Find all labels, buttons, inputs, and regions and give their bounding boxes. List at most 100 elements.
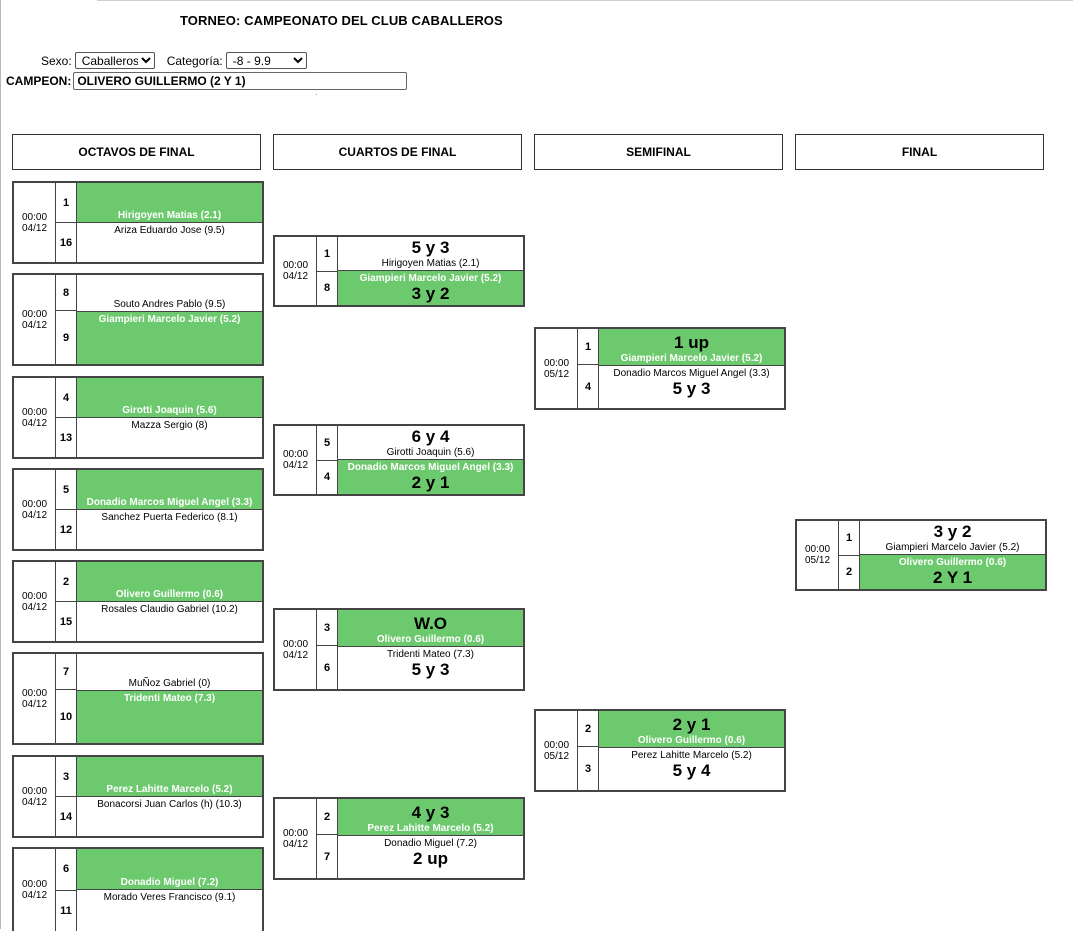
player-name: Morado Veres Francisco (9.1) — [104, 892, 236, 903]
player-name: Olivero Guillermo (0.6) — [638, 735, 745, 746]
seed-top: 4 — [56, 378, 76, 418]
player-bottom[interactable]: Morado Veres Francisco (9.1) — [77, 890, 262, 931]
campeon-row: CAMPEON: — [6, 72, 407, 90]
player-top[interactable]: Donadio Marcos Miguel Angel (3.3) — [77, 470, 262, 510]
player-top[interactable]: Olivero Guillermo (0.6) — [77, 562, 262, 602]
categoria-select[interactable]: -8 - 9.9 — [226, 52, 307, 69]
player-bottom[interactable]: Rosales Claudio Gabriel (10.2) — [77, 602, 262, 642]
player-bottom[interactable]: Perez Lahitte Marcelo (5.2)5 y 4 — [599, 748, 784, 790]
player-bottom[interactable]: Bonacorsi Juan Carlos (h) (10.3) — [77, 797, 262, 837]
player-name: Bonacorsi Juan Carlos (h) (10.3) — [97, 799, 242, 810]
player-name: Tridenti Mateo (7.3) — [124, 693, 215, 704]
seed-top: 2 — [56, 562, 76, 602]
player-bottom[interactable]: Tridenti Mateo (7.3) — [77, 691, 262, 743]
player-name: Hirigoyen Matias (2.1) — [118, 210, 221, 221]
match-score: 6 y 4 — [412, 427, 450, 447]
seed-bottom: 2 — [839, 556, 859, 590]
match-date: 05/12 — [544, 369, 569, 380]
seed-bottom: 6 — [317, 646, 337, 689]
match-time: 00:00 — [22, 499, 47, 510]
player-name: Ariza Eduardo Jose (9.5) — [114, 225, 225, 236]
match-date: 04/12 — [283, 271, 308, 282]
player-name: Sanchez Puerta Federico (8.1) — [101, 512, 237, 523]
player-top[interactable]: Donadio Miguel (7.2) — [77, 849, 262, 890]
player-top[interactable]: Girotti Joaquin (5.6) — [77, 378, 262, 418]
player-top[interactable]: Souto Andres Pablo (9.5) — [77, 275, 262, 312]
sexo-select[interactable]: Caballeros — [75, 52, 155, 69]
match-time: 00:00 — [22, 879, 47, 890]
match-date: 04/12 — [22, 418, 47, 429]
seed-bottom: 11 — [56, 891, 76, 931]
player-bottom[interactable]: Mazza Sergio (8) — [77, 418, 262, 458]
seed-bottom: 16 — [56, 223, 76, 262]
player-bottom[interactable]: Tridenti Mateo (7.3)5 y 3 — [338, 647, 523, 689]
match-score: 2 Y 1 — [933, 568, 972, 588]
player-bottom[interactable]: Donadio Miguel (7.2)2 up — [338, 836, 523, 878]
player-bottom[interactable]: Giampieri Marcelo Javier (5.2) — [77, 312, 262, 364]
seed-top: 1 — [839, 521, 859, 556]
player-bottom[interactable]: Donadio Marcos Miguel Angel (3.3)2 y 1 — [338, 460, 523, 494]
player-bottom[interactable]: Ariza Eduardo Jose (9.5) — [77, 223, 262, 263]
match-date: 04/12 — [22, 797, 47, 808]
player-name: Giampieri Marcelo Javier (5.2) — [621, 353, 763, 364]
match-date: 04/12 — [22, 223, 47, 234]
campeon-label: CAMPEON: — [6, 74, 71, 88]
match-time: 00:00 — [22, 212, 47, 223]
seed-top: 5 — [317, 426, 337, 461]
match-players: Perez Lahitte Marcelo (5.2) Bonacorsi Ju… — [77, 757, 262, 836]
player-top[interactable]: MuÑoz Gabriel (0) — [77, 654, 262, 691]
match-time: 00:00 — [544, 358, 569, 369]
match-score: 3 y 2 — [412, 284, 450, 304]
player-bottom[interactable]: Giampieri Marcelo Javier (5.2)3 y 2 — [338, 271, 523, 305]
match-score: 2 up — [413, 849, 448, 869]
match-score: 5 y 3 — [673, 379, 711, 399]
player-bottom[interactable]: Sanchez Puerta Federico (8.1) — [77, 510, 262, 550]
seed-top: 5 — [56, 470, 76, 510]
page-title: TORNEO: CAMPEONATO DEL CLUB CABALLEROS — [180, 13, 503, 28]
player-top[interactable]: Hirigoyen Matias (2.1) — [77, 183, 262, 223]
player-name: Olivero Guillermo (0.6) — [899, 557, 1006, 568]
player-name: Donadio Marcos Miguel Angel (3.3) — [348, 462, 514, 473]
match-score: W.O — [414, 614, 447, 634]
match-date: 04/12 — [22, 320, 47, 331]
player-top[interactable]: Perez Lahitte Marcelo (5.2) — [77, 757, 262, 797]
match-time: 00:00 — [22, 407, 47, 418]
seed-bottom: 10 — [56, 690, 76, 743]
player-bottom[interactable]: Donadio Marcos Miguel Angel (3.3)5 y 3 — [599, 366, 784, 408]
campeon-field[interactable] — [73, 72, 407, 90]
player-bottom[interactable]: Olivero Guillermo (0.6)2 Y 1 — [860, 555, 1045, 589]
match-score: 2 y 1 — [412, 473, 450, 493]
match-date: 04/12 — [22, 699, 47, 710]
